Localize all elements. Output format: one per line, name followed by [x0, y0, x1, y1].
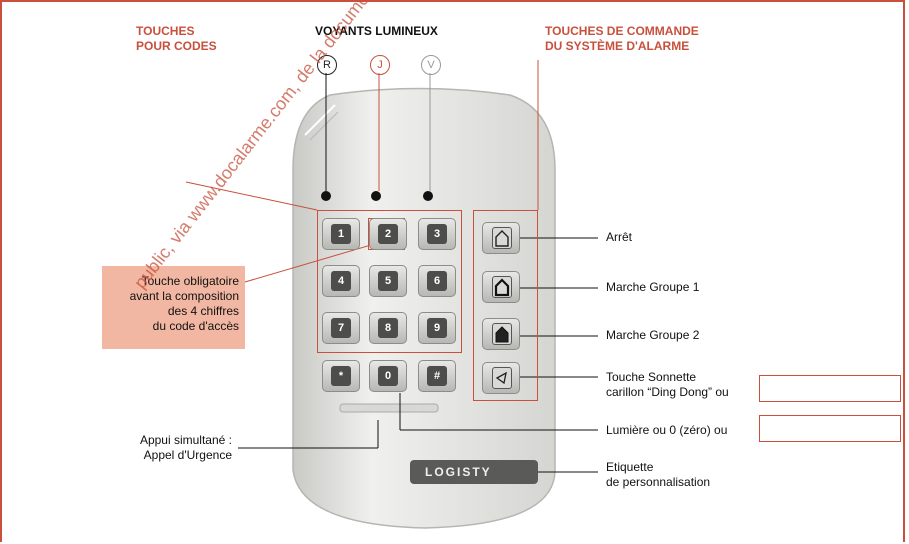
- label-lumiere: Lumière ou 0 (zéro) ou: [606, 423, 728, 437]
- key-8[interactable]: 8: [369, 312, 407, 344]
- header-voyants-lumineux: VOYANTS LUMINEUX: [315, 24, 438, 38]
- label-marche-groupe-2: Marche Groupe 2: [606, 328, 700, 342]
- led-label-r: R: [317, 55, 337, 75]
- key-1[interactable]: 1: [322, 218, 360, 250]
- led-label-v: V: [421, 55, 441, 75]
- brand-label: LOGISTY: [425, 465, 492, 479]
- custom-label-box-lumiere[interactable]: [759, 415, 901, 442]
- brand-label-plate: [410, 460, 538, 484]
- command-keys-group: [473, 210, 538, 401]
- keypad-body: [292, 87, 556, 529]
- key-marche-groupe-1[interactable]: [482, 271, 520, 303]
- keypad-glint: [309, 111, 339, 141]
- key-sonnette[interactable]: [482, 362, 520, 394]
- custom-label-box-sonnette[interactable]: [759, 375, 901, 402]
- codes-keys-group: [317, 210, 462, 353]
- keypad-glint: [304, 104, 336, 136]
- led-label-j: J: [370, 55, 390, 75]
- house-filled-icon: [492, 323, 512, 345]
- label-marche-groupe-1: Marche Groupe 1: [606, 280, 700, 294]
- bell-icon: [492, 367, 512, 389]
- led-r: [321, 191, 331, 201]
- key-marche-groupe-2[interactable]: [482, 318, 520, 350]
- key-hash[interactable]: #: [418, 360, 456, 392]
- key-4[interactable]: 4: [322, 265, 360, 297]
- house-outline-icon: [492, 227, 512, 249]
- header-touches-pour-codes: TOUCHES POUR CODES: [136, 24, 217, 53]
- led-v: [423, 191, 433, 201]
- emergency-slot: [339, 403, 439, 413]
- label-etiquette: Etiquette de personnalisation: [606, 460, 711, 489]
- key-arret[interactable]: [482, 222, 520, 254]
- key-9[interactable]: 9: [418, 312, 456, 344]
- key-7[interactable]: 7: [322, 312, 360, 344]
- key-0-light[interactable]: 0: [369, 360, 407, 392]
- house-outline-icon: [492, 276, 512, 298]
- key-2[interactable]: 2: [369, 218, 407, 250]
- key-star[interactable]: *: [322, 360, 360, 392]
- key-5[interactable]: 5: [369, 265, 407, 297]
- note-mandatory-key: Touche obligatoire avant la composition …: [102, 266, 245, 349]
- label-appui-simultane: Appui simultané : Appel d'Urgence: [139, 433, 232, 462]
- key-6[interactable]: 6: [418, 265, 456, 297]
- label-arret: Arrêt: [606, 230, 633, 244]
- key-3[interactable]: 3: [418, 218, 456, 250]
- led-j: [371, 191, 381, 201]
- label-sonnette: Touche Sonnette carillon “Ding Dong” ou: [606, 370, 729, 399]
- header-touches-commande: TOUCHES DE COMMANDE DU SYSTÈME D'ALARME: [545, 24, 699, 53]
